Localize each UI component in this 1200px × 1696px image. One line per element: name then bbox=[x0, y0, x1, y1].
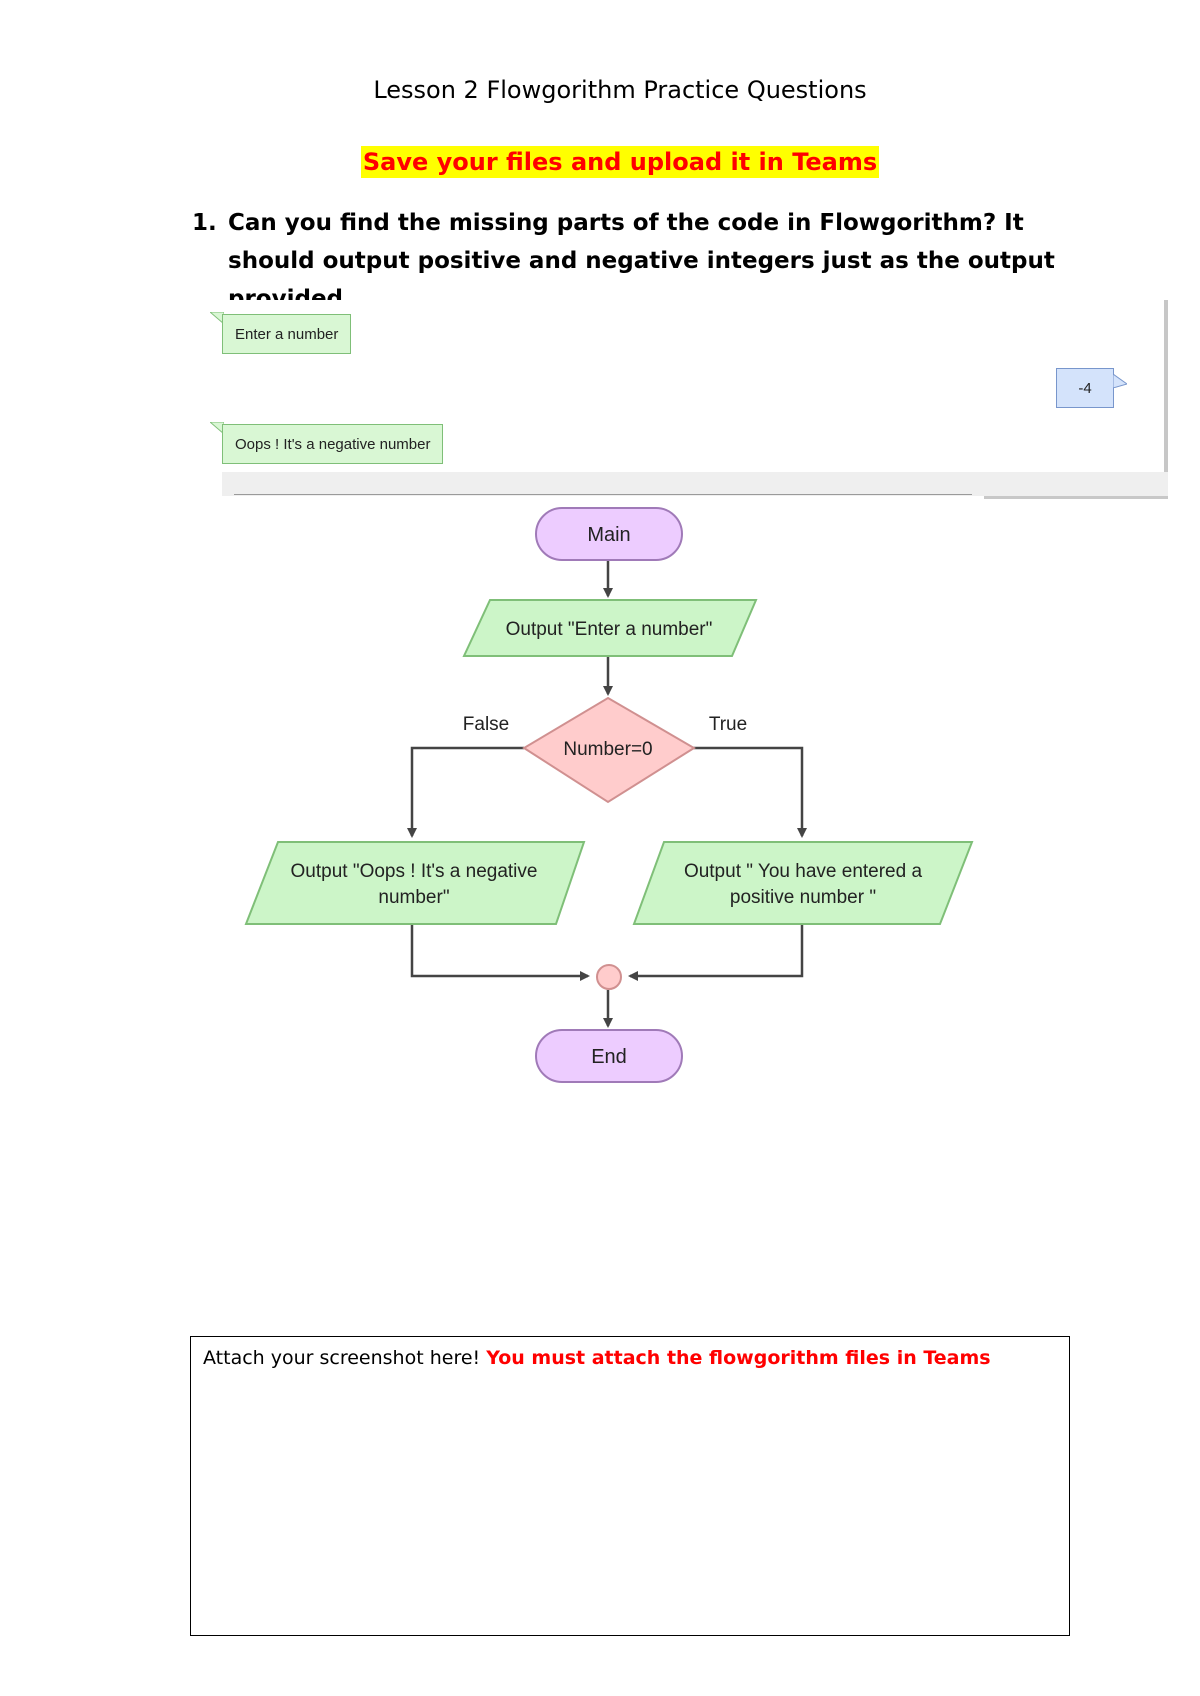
question-number: 1. bbox=[192, 210, 217, 236]
flowchart-output-prompt[interactable]: Output "Enter a number" bbox=[462, 599, 758, 657]
answer-box-label: Attach your screenshot here! bbox=[203, 1347, 487, 1369]
decision-label: Number=0 bbox=[563, 739, 652, 760]
start-label: Main bbox=[587, 524, 630, 546]
page-title: Lesson 2 Flowgorithm Practice Questions bbox=[373, 76, 867, 104]
flowchart-connectors bbox=[407, 561, 807, 1028]
end-label: End bbox=[591, 1046, 627, 1068]
console-output-message: Oops ! It's a negative number bbox=[222, 424, 444, 464]
answer-box-warning: You must attach the flowgorithm files in… bbox=[486, 1347, 991, 1369]
console-output-message: Enter a number bbox=[222, 314, 352, 354]
connector-merge-right bbox=[628, 922, 804, 981]
screenshot-answer-box[interactable]: Attach your screenshot here! You must at… bbox=[190, 1336, 1070, 1636]
output-prompt-label: Output "Enter a number" bbox=[506, 619, 713, 640]
output-positive-line1: Output " You have entered a bbox=[684, 861, 923, 882]
console-input-bar bbox=[222, 472, 1168, 496]
question-text: Can you find the missing parts of the co… bbox=[228, 210, 1055, 312]
flowchart-end[interactable]: End bbox=[535, 1029, 683, 1083]
question-1: 1. Can you find the missing parts of the… bbox=[192, 204, 1072, 318]
speech-tail-icon bbox=[210, 422, 224, 435]
connector-true-branch bbox=[692, 746, 807, 838]
flowchart-merge-point bbox=[596, 964, 622, 990]
connector-merge-left bbox=[410, 922, 590, 981]
console-input-value: -4 bbox=[1056, 368, 1114, 408]
output-positive-line2: positive number " bbox=[730, 887, 876, 908]
upload-instruction: Save your files and upload it in Teams bbox=[360, 146, 880, 178]
false-branch-label: False bbox=[463, 714, 509, 735]
flowchart-start[interactable]: Main bbox=[535, 507, 683, 561]
console-output-screenshot: Enter a number -4 Oops ! It's a negative… bbox=[210, 300, 1168, 499]
flowchart-decision[interactable]: Number=0 bbox=[522, 696, 696, 804]
divider bbox=[234, 494, 972, 495]
answer-box-instruction: Attach your screenshot here! You must at… bbox=[203, 1347, 991, 1369]
output-negative-line1: Output "Oops ! It's a negative bbox=[291, 861, 538, 882]
true-branch-label: True bbox=[709, 714, 747, 735]
output-negative-line2: number" bbox=[378, 887, 449, 908]
connector-false-branch bbox=[407, 746, 524, 838]
speech-tail-icon bbox=[1113, 374, 1127, 388]
divider bbox=[984, 496, 1168, 499]
flowchart-output-negative[interactable]: Output "Oops ! It's a negative number" bbox=[244, 841, 586, 925]
flowchart-output-positive[interactable]: Output " You have entered a positive num… bbox=[632, 841, 974, 925]
speech-tail-icon bbox=[210, 312, 224, 325]
console-scrollbar[interactable] bbox=[1164, 300, 1168, 476]
